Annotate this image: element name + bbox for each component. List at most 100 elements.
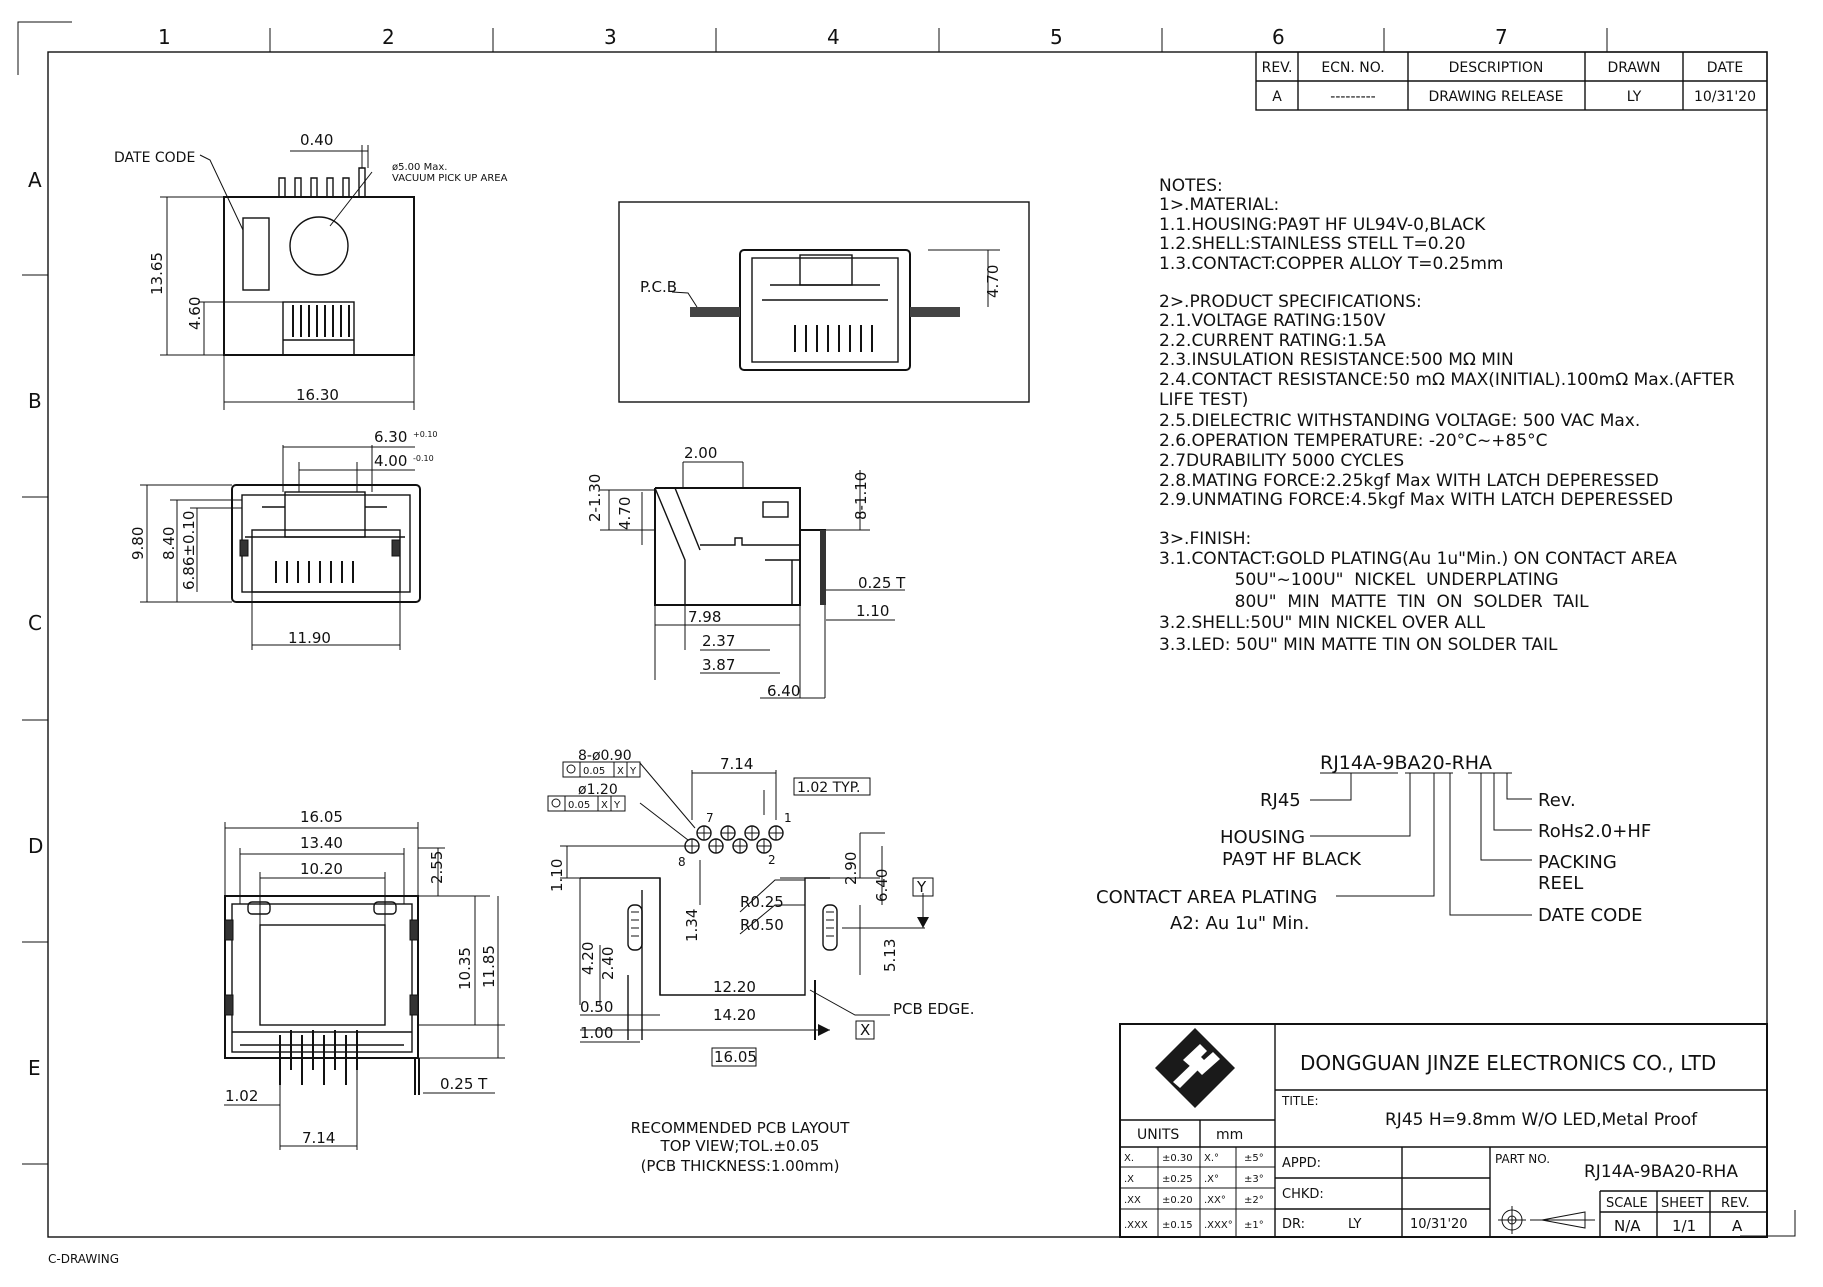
note-line: 2.1.VOLTAGE RATING:150V [1159, 311, 1386, 331]
part-no-label: PART NO. [1495, 1152, 1550, 1166]
pcb-side-view: P.C.B 4.70 [618, 201, 1030, 403]
grid-col-4: 4 [827, 25, 840, 49]
grid-ticks [22, 28, 1608, 1165]
note-line: 3.3.LED: 50U" MIN MATTE TIN ON SOLDER TA… [1159, 635, 1558, 655]
revision-table: REV. ECN. NO. DESCRIPTION DRAWN DATE A -… [1255, 51, 1768, 111]
side-dim-4-70: 4.70 [616, 497, 634, 530]
front-view: 6.30 +0.10 4.00 -0.10 9.80 8.40 6.86±0.1… [129, 428, 438, 650]
units-label: UNITS [1137, 1127, 1179, 1143]
layout-fcf-2: 0.05 [568, 800, 590, 811]
side-dim-0-25t: 0.25 T [858, 574, 906, 592]
tol-row: X.° [1204, 1153, 1219, 1164]
tol-row: ±0.15 [1162, 1220, 1193, 1231]
tol-row: .XXX [1124, 1220, 1148, 1231]
layout-r050: R0.50 [740, 916, 784, 934]
note-line: 3.2.SHELL:50U" MIN NICKEL OVER ALL [1159, 613, 1486, 633]
layout-dim-1-10: 1.10 [548, 859, 566, 892]
tol-row: ±0.30 [1162, 1153, 1193, 1164]
front-dim-6-30-tol: +0.10 [413, 430, 438, 439]
note-line: 3>.FINISH: [1159, 529, 1251, 549]
layout-dim-2-40: 2.40 [599, 947, 617, 980]
layout-datum-y: Y [916, 878, 927, 896]
side-dim-2-37: 2.37 [702, 632, 735, 650]
code-reel: REEL [1538, 873, 1583, 894]
tol-row: .X° [1204, 1174, 1219, 1185]
bottom-dim-10-35: 10.35 [456, 947, 474, 990]
footer-drawing-type: C-DRAWING [48, 1252, 119, 1266]
bottom-view: 16.05 13.40 10.20 2.55 10.35 11.85 1.02 … [224, 808, 505, 1150]
part-code: RJ14A-9BA20-RHA [1320, 752, 1492, 774]
top-view: DATE CODE ø5.00 Max. VACUUM PICK UP AREA… [114, 131, 508, 410]
tol-row: ±0.25 [1162, 1174, 1193, 1185]
grid-labels: 1 2 3 4 5 6 7 A B C D E [28, 25, 1508, 1080]
vacuum-pickup-circle [289, 216, 349, 276]
grid-col-7: 7 [1495, 25, 1508, 49]
layout-fcf-1: 0.05 [583, 766, 605, 777]
side-dim-1-10: 1.10 [856, 602, 889, 620]
top-date-code-label: DATE CODE [114, 150, 195, 166]
note-line: 80U" MIN MATTE TIN ON SOLDER TAIL [1159, 592, 1589, 612]
grid-col-6: 6 [1272, 25, 1285, 49]
code-housing-material: PA9T HF BLACK [1222, 849, 1362, 870]
layout-dim-16-05: 16.05 [714, 1048, 757, 1066]
rev-header-ecn: ECN. NO. [1321, 60, 1384, 76]
layout-hole-2: ø1.20 [578, 782, 618, 798]
front-dim-4-00-tol: -0.10 [413, 454, 434, 463]
bottom-dim-13-40: 13.40 [300, 834, 343, 852]
layout-fcf-2-x: X [601, 800, 608, 811]
layout-dim-1-00: 1.00 [580, 1024, 613, 1042]
rev-header-description: DESCRIPTION [1449, 60, 1544, 76]
layout-r025: R0.25 [740, 893, 784, 911]
dr-label: DR: [1282, 1217, 1305, 1232]
notes-block: NOTES: 1>.MATERIAL: 1.1.HOUSING:PA9T HF … [1159, 176, 1735, 655]
side-dim-2-00: 2.00 [684, 444, 717, 462]
layout-pin-8: 8 [678, 855, 686, 869]
tol-row: .XX° [1204, 1195, 1226, 1206]
layout-fcf-1-x: X [617, 766, 624, 777]
rev-row-ecn: --------- [1330, 89, 1375, 105]
note-line: 1>.MATERIAL: [1159, 195, 1279, 215]
pcb-label: P.C.B [640, 278, 677, 296]
note-line: 2.7DURABILITY 5000 CYCLES [1159, 451, 1404, 471]
layout-dim-12-20: 12.20 [713, 978, 756, 996]
dr-name: LY [1348, 1217, 1362, 1232]
part-no: RJ14A-9BA20-RHA [1584, 1162, 1738, 1182]
side-dim-7-98: 7.98 [688, 608, 721, 626]
title-block: DONGGUAN JINZE ELECTRONICS CO., LTD TITL… [1119, 1023, 1768, 1238]
layout-pin-1: 1 [784, 811, 792, 825]
rev-row-rev: A [1272, 89, 1282, 105]
drawing-title: RJ45 H=9.8mm W/O LED,Metal Proof [1385, 1110, 1698, 1130]
code-rj45: RJ45 [1260, 790, 1301, 811]
rev-row-date: 10/31'20 [1694, 89, 1756, 105]
title-label: TITLE: [1281, 1094, 1319, 1108]
front-dim-8-40: 8.40 [160, 527, 178, 560]
company-logo [1155, 1028, 1235, 1108]
layout-pcb-edge: PCB EDGE. [893, 1000, 974, 1018]
note-line: 2.4.CONTACT RESISTANCE:50 mΩ MAX(INITIAL… [1159, 370, 1735, 390]
layout-caption-3: (PCB THICKNESS:1.00mm) [641, 1157, 840, 1175]
top-dim-lower: 4.60 [186, 297, 204, 330]
appd-label: APPD: [1282, 1156, 1321, 1171]
layout-dim-0-50: 0.50 [580, 998, 613, 1016]
layout-dim-6-40: 6.40 [873, 869, 891, 902]
rev-header-drawn: DRAWN [1607, 60, 1660, 76]
layout-dim-1-34: 1.34 [683, 909, 701, 942]
front-dim-9-80: 9.80 [129, 527, 147, 560]
tol-row: X. [1124, 1153, 1134, 1164]
chkd-label: CHKD: [1282, 1187, 1324, 1202]
scale-value: N/A [1614, 1217, 1641, 1235]
company-name: DONGGUAN JINZE ELECTRONICS CO., LTD [1300, 1051, 1716, 1075]
rev-row-drawn: LY [1627, 89, 1642, 105]
units-value: mm [1216, 1127, 1243, 1143]
note-line: 2.3.INSULATION RESISTANCE:500 MΩ MIN [1159, 350, 1514, 370]
bottom-dim-10-20: 10.20 [300, 860, 343, 878]
tol-row: ±1° [1244, 1220, 1264, 1231]
tol-row: ±3° [1244, 1174, 1264, 1185]
grid-row-d: D [28, 834, 43, 858]
sheet-value: 1/1 [1672, 1217, 1696, 1235]
layout-datum-x: X [860, 1021, 870, 1039]
note-line: NOTES: [1159, 176, 1223, 196]
top-vacuum-label: VACUUM PICK UP AREA [392, 173, 508, 184]
note-line: 2>.PRODUCT SPECIFICATIONS: [1159, 292, 1422, 312]
code-rohs: RoHs2.0+HF [1538, 821, 1651, 842]
